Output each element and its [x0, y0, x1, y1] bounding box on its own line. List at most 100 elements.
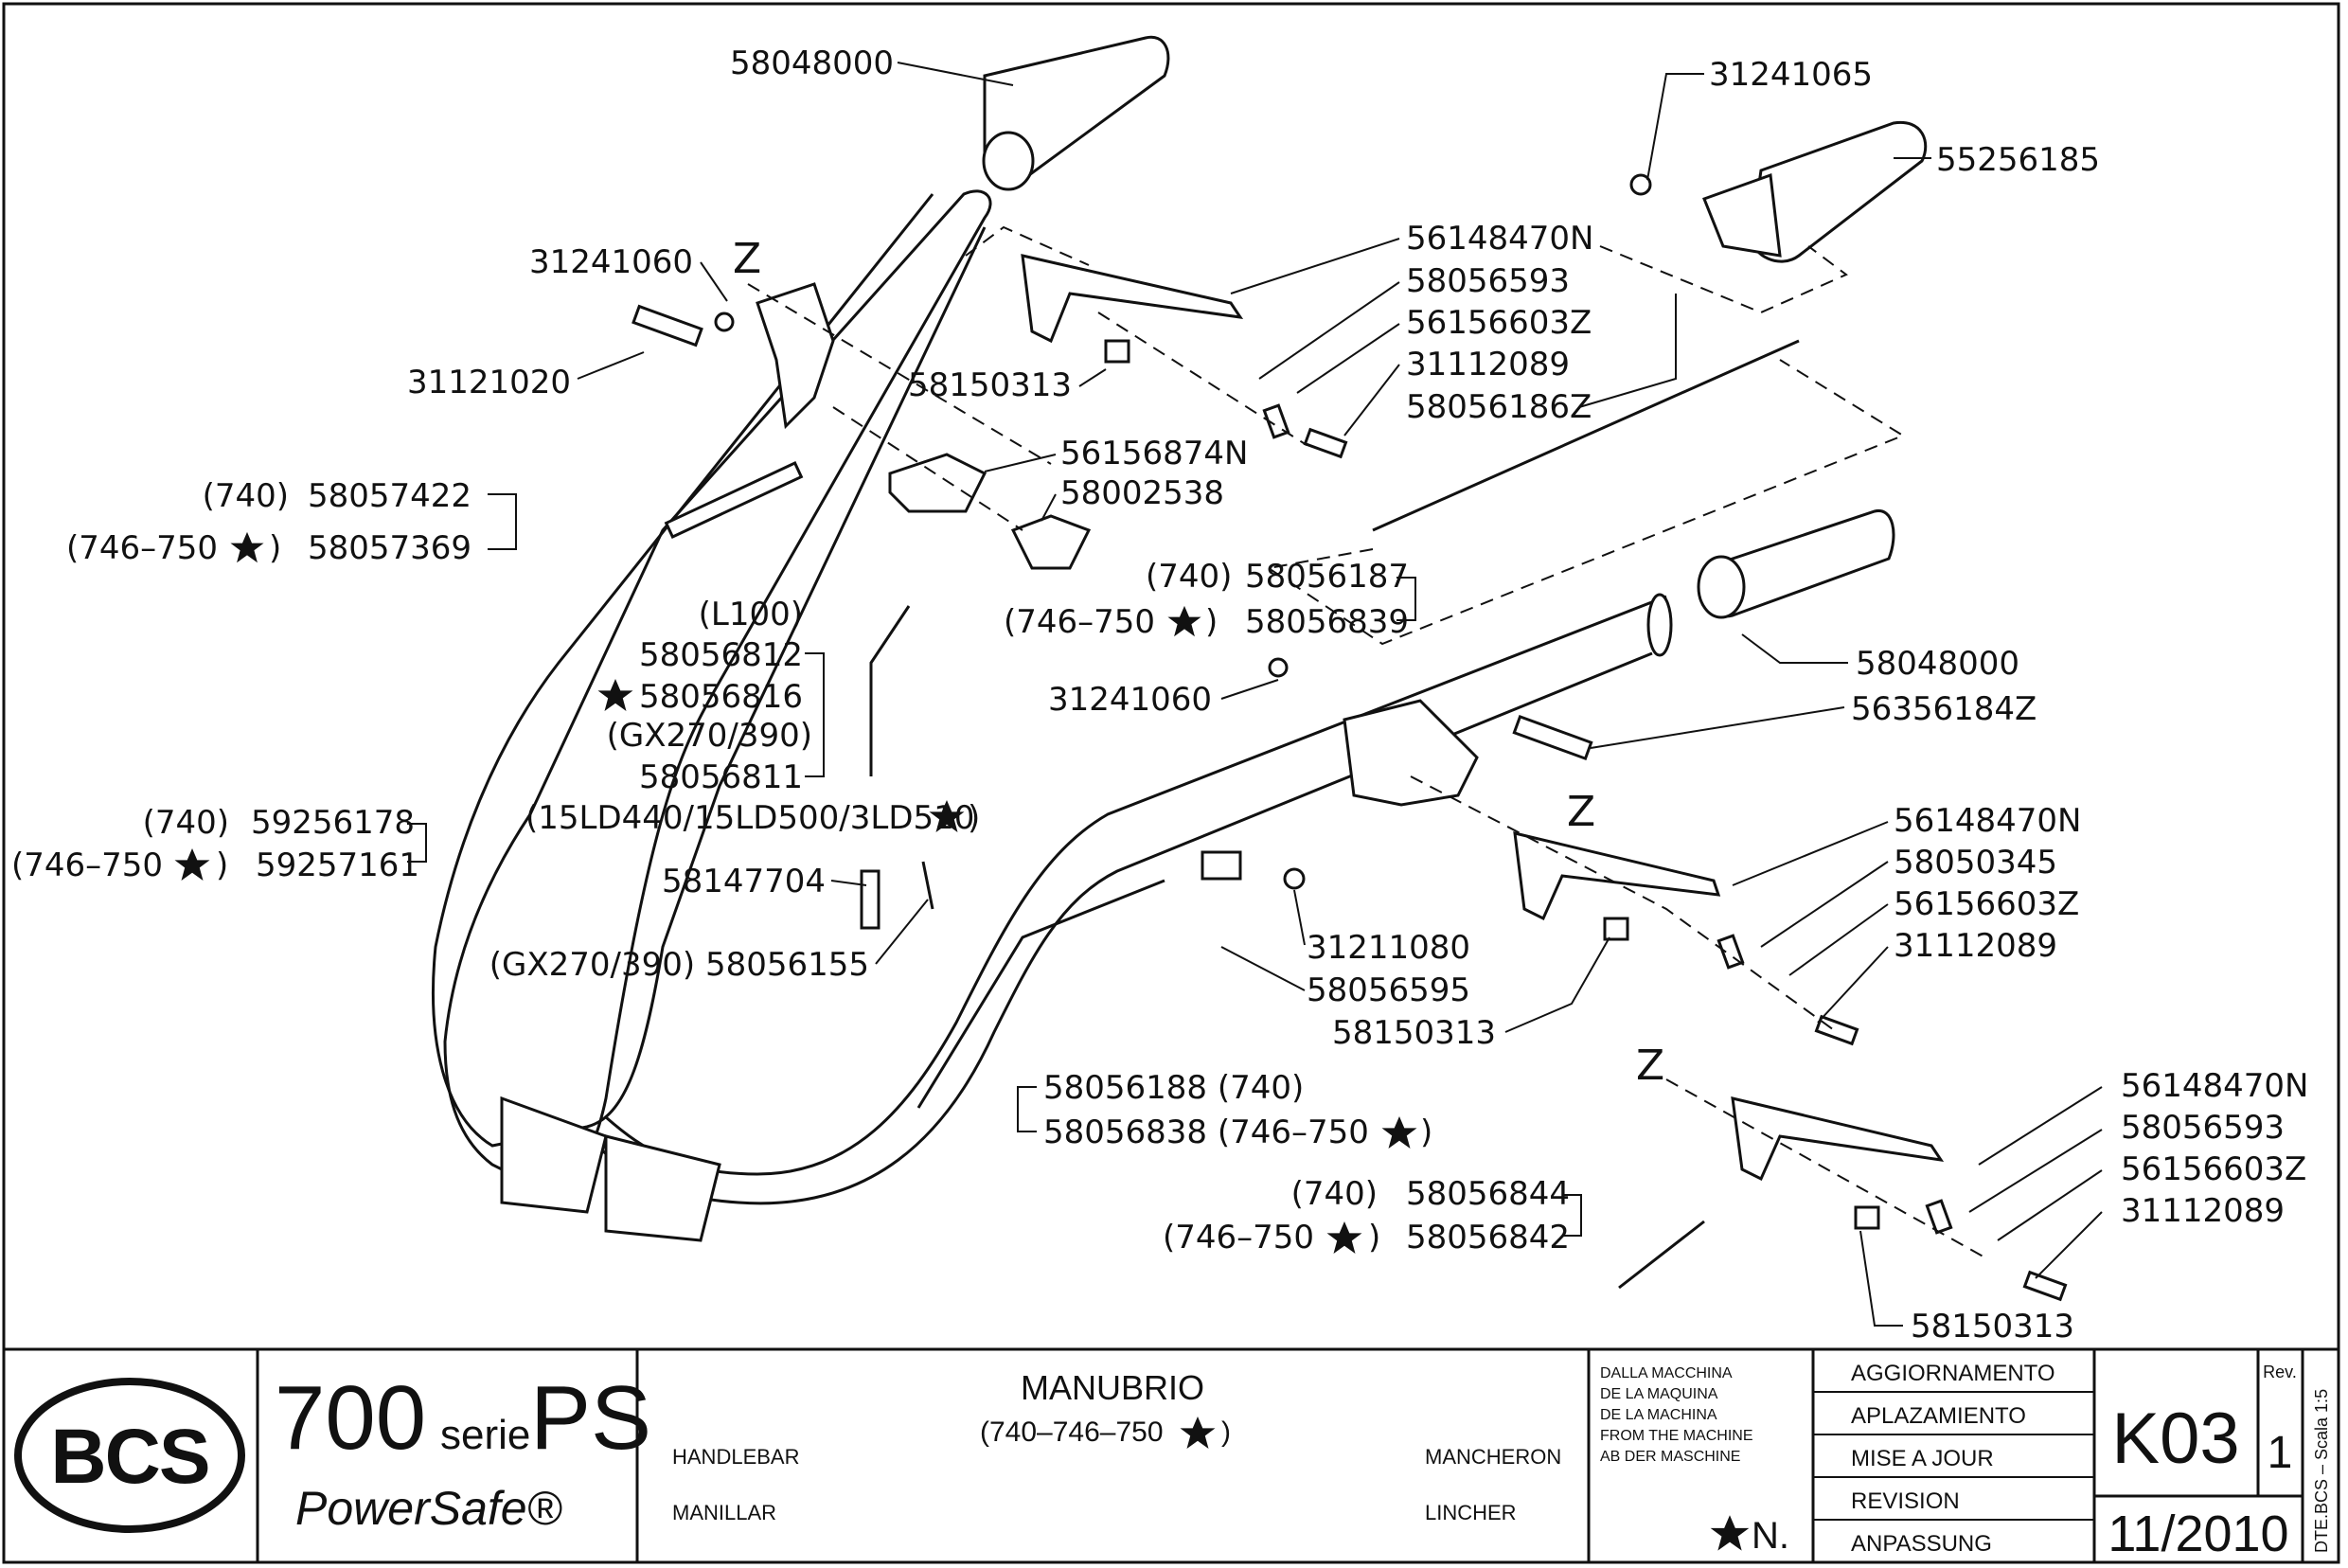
- label-58147704: 58147704: [662, 863, 826, 900]
- label-L100: (L100): [699, 596, 803, 633]
- label-59257161: 59257161: [256, 846, 419, 884]
- label-58002538: 58002538: [1060, 474, 1224, 512]
- leader-lines: [407, 62, 2103, 1327]
- label-58150313-c: 58150313: [1911, 1308, 2074, 1345]
- tube-end-right: [1646, 593, 1673, 657]
- bolt-56356184Z: [1512, 714, 1593, 761]
- model-ps: PS: [530, 1367, 651, 1469]
- revision-label-fr: MISE A JOUR: [1851, 1446, 1994, 1471]
- label-746-750-d: (746–750: [1163, 1219, 1314, 1256]
- label-58056188: 58056188 (740): [1043, 1069, 1304, 1107]
- lever-middle: [1513, 831, 1721, 921]
- title-block: BCS 700 serie PS PowerSafe® HANDLEBAR MA…: [4, 1347, 2339, 1562]
- throttle-grip: [1702, 120, 1928, 263]
- close-paren-d: ): [216, 846, 228, 884]
- label-740-a: (740): [203, 477, 289, 515]
- label-56148470N-c: 56148470N: [2121, 1067, 2309, 1105]
- star-icon: [597, 679, 633, 711]
- label-59256178: 59256178: [251, 804, 415, 842]
- lang-es: MANILLAR: [672, 1501, 776, 1524]
- side-note: DTE.BCS – Scala 1:5: [2312, 1389, 2331, 1553]
- label-56156603Z-a: 56156603Z: [1406, 304, 1592, 342]
- label-58050345: 58050345: [1894, 844, 2057, 882]
- star-icon: [1180, 1417, 1216, 1449]
- bolt-31112089-a: [1303, 427, 1348, 459]
- star-icon: [1381, 1116, 1417, 1149]
- label-58056811: 58056811: [639, 758, 803, 796]
- bushing-58150313-a: [1104, 339, 1130, 364]
- nut-31211080: [1283, 867, 1306, 890]
- cable-58056186Z: [1372, 339, 1800, 532]
- foot-bracket-b: [604, 1134, 721, 1242]
- label-58056593-a: 58056593: [1406, 262, 1570, 300]
- nut-31241060-b: [1268, 657, 1289, 678]
- rod-58057422: [664, 461, 804, 539]
- label-56356184Z: 56356184Z: [1851, 690, 2037, 728]
- label-58150313-b: 58150313: [1332, 1014, 1496, 1052]
- bolt-31112089-b: [1814, 1014, 1859, 1046]
- from-machine-de: AB DER MASCHINE: [1600, 1449, 1740, 1465]
- label-GX270-390-a: (GX270/390): [607, 717, 812, 755]
- part-labels: 58048000 31241065 55256185 31241060 Z 31…: [11, 45, 2309, 1345]
- label-15LD: (15LD440/15LD500/3LD510: [525, 799, 974, 837]
- z-marker-3: Z: [1636, 1042, 1664, 1090]
- label-58048000-a: 58048000: [730, 45, 894, 82]
- label-31241065: 31241065: [1709, 56, 1873, 94]
- nipple-58056595: [1201, 850, 1242, 881]
- handlebar-tube-left-outer: [432, 193, 987, 1148]
- bushing-58150313-c: [1854, 1205, 1880, 1230]
- bracket-top: [756, 282, 835, 430]
- nut-31241065: [1629, 173, 1652, 196]
- nut-31241060-a: [714, 312, 735, 332]
- from-machine-en: FROM THE MACHINE: [1600, 1428, 1752, 1444]
- pin-58147704: [860, 869, 880, 930]
- lang-fr: MANCHERON: [1425, 1445, 1561, 1469]
- lever-top: [1021, 254, 1244, 344]
- close-paren-c: ): [968, 799, 980, 837]
- foot-bracket-a: [500, 1096, 608, 1214]
- label-58048000-b: 58048000: [1856, 645, 2019, 683]
- label-58056593-c: 58056593: [2121, 1109, 2285, 1147]
- lever-bottom: [1731, 1096, 1945, 1182]
- star-icon: [1167, 605, 1201, 637]
- label-740-c: (740): [143, 804, 229, 842]
- label-56156603Z-c: 56156603Z: [2121, 1150, 2306, 1188]
- star-icon: [1326, 1221, 1362, 1254]
- label-58056155: (GX270/390) 58056155: [489, 946, 869, 984]
- label-746-750-a: (746–750: [66, 529, 218, 567]
- title-models-close: ): [1221, 1417, 1231, 1448]
- lang-de: LINCHER: [1425, 1501, 1517, 1524]
- lang-en: HANDLEBAR: [672, 1445, 799, 1469]
- label-56148470N-b: 56148470N: [1894, 802, 2082, 840]
- z-marker-1: Z: [733, 235, 761, 283]
- from-machine-es: DE LA MAQUINA: [1600, 1386, 1718, 1402]
- label-740-d: (740): [1291, 1175, 1378, 1213]
- label-58056816: 58056816: [639, 678, 803, 716]
- spring-58050345: [1717, 934, 1745, 970]
- close-paren-a: ): [269, 529, 281, 567]
- label-56148470N-a: 56148470N: [1406, 220, 1594, 258]
- model-serie: serie: [440, 1412, 530, 1458]
- serial-mark: N.: [1752, 1515, 1789, 1557]
- label-58056839: 58056839: [1245, 603, 1409, 641]
- label-31241060-a: 31241060: [529, 243, 693, 281]
- label-31121020: 31121020: [407, 364, 571, 401]
- label-31241060-b: 31241060: [1048, 681, 1212, 719]
- model-name: PowerSafe®: [295, 1482, 562, 1535]
- label-31112089-c: 31112089: [2121, 1192, 2285, 1230]
- close-paren-f: ): [1368, 1219, 1380, 1256]
- label-58056187: 58056187: [1245, 558, 1409, 596]
- bracket-middle: [1343, 699, 1479, 807]
- cable-58056188: [916, 879, 1165, 1109]
- label-58057422: 58057422: [308, 477, 471, 515]
- bcs-logo: BCS: [14, 1378, 245, 1533]
- title-models: (740–746–750: [980, 1417, 1164, 1448]
- label-31112089-b: 31112089: [1894, 927, 2057, 965]
- cable-58056812: [869, 605, 911, 776]
- label-56156874N: 56156874N: [1060, 435, 1249, 472]
- label-740-b: (740): [1146, 558, 1232, 596]
- cable-58056844: [1618, 1220, 1705, 1290]
- rev-number: 1: [2268, 1428, 2293, 1478]
- revision-label-es: APLAZAMIENTO: [1851, 1403, 2026, 1429]
